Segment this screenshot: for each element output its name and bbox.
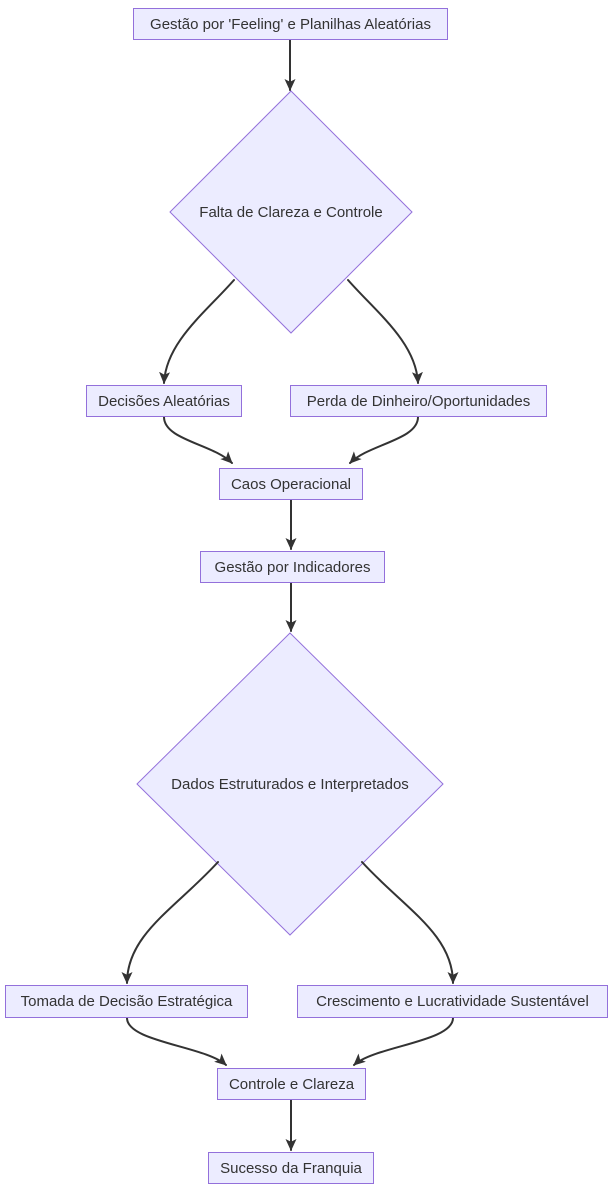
edge-dados-estruturados-to-tomada-decisao (121, 861, 219, 984)
node-label: Gestão por 'Feeling' e Planilhas Aleatór… (150, 15, 431, 33)
node-gestao-indicadores: Gestão por Indicadores (200, 551, 385, 583)
node-tomada-decisao: Tomada de Decisão Estratégica (5, 985, 248, 1018)
edge-falta-clareza-to-perda-dinheiro (347, 279, 423, 384)
node-label: Caos Operacional (230, 475, 352, 493)
node-controle-clareza: Controle e Clareza (217, 1068, 366, 1100)
node-label: Falta de Clareza e Controle (199, 203, 383, 221)
node-perda-dinheiro: Perda de Dinheiro/Oportunidades (290, 385, 547, 417)
edge-dados-estruturados-to-crescimento (361, 861, 459, 984)
node-label: Decisões Aleatórias (98, 392, 230, 410)
edge-crescimento-to-controle-clareza (353, 1017, 454, 1066)
node-label: Tomada de Decisão Estratégica (20, 993, 233, 1010)
node-decisoes-aleatorias: Decisões Aleatórias (86, 385, 242, 417)
node-crescimento: Crescimento e Lucratividade Sustentável (297, 985, 608, 1018)
edge-tomada-decisao-to-controle-clareza (126, 1017, 227, 1066)
node-label: Gestão por Indicadores (214, 558, 371, 576)
decision-dados-estruturados-label: Dados Estruturados e Interpretados (140, 768, 440, 800)
node-label: Crescimento e Lucratividade Sustentável (316, 993, 589, 1010)
decision-falta-clareza-label: Falta de Clareza e Controle (171, 196, 411, 228)
node-label: Sucesso da Franquia (220, 1159, 362, 1177)
edge-perda-dinheiro-to-caos-operacional (349, 416, 419, 464)
node-label: Controle e Clareza (228, 1075, 355, 1093)
decision-falta-clareza-shape (169, 90, 413, 334)
node-label: Perda de Dinheiro/Oportunidades (306, 392, 531, 410)
node-gestao-feeling: Gestão por 'Feeling' e Planilhas Aleatór… (133, 8, 448, 40)
node-label: Dados Estruturados e Interpretados (171, 775, 409, 793)
edge-decisoes-aleatorias-to-caos-operacional (163, 416, 233, 464)
decision-dados-estruturados-shape (136, 632, 444, 936)
node-sucesso-franquia: Sucesso da Franquia (208, 1152, 374, 1184)
edge-falta-clareza-to-decisoes-aleatorias (159, 279, 235, 384)
node-caos-operacional: Caos Operacional (219, 468, 363, 500)
